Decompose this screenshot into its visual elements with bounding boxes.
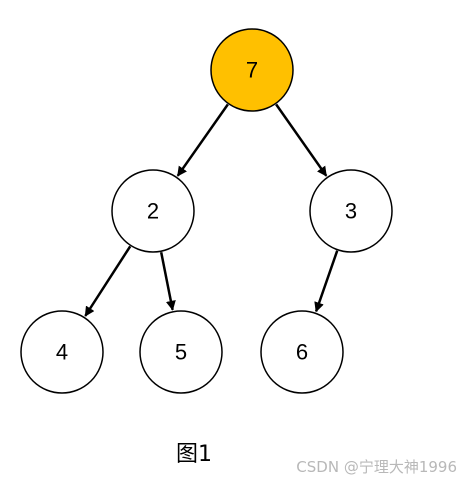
edge-n2-n4: [84, 245, 132, 317]
edge-n3-n6: [314, 250, 339, 313]
node-label: 3: [345, 199, 357, 224]
node-label: 6: [296, 340, 308, 365]
node-circle: [210, 28, 294, 112]
edge-n2-n5: [159, 251, 176, 311]
tree-node-7: 7: [210, 28, 294, 112]
node-circle: [139, 310, 223, 394]
node-circle: [309, 169, 393, 253]
node-label: 7: [246, 58, 258, 83]
node-label: 5: [175, 340, 187, 365]
node-circle: [20, 310, 104, 394]
tree-node-3: 3: [309, 169, 393, 253]
nodes-layer: 7 2 3 4 5 6: [20, 28, 393, 394]
figure-caption: 图1: [176, 442, 212, 467]
node-label: 4: [56, 340, 68, 365]
edges-layer: [84, 103, 339, 317]
edge-n7-n2: [176, 103, 229, 177]
node-label: 2: [147, 199, 159, 224]
tree-node-4: 4: [20, 310, 104, 394]
tree-node-2: 2: [111, 169, 195, 253]
node-circle: [111, 169, 195, 253]
tree-node-6: 6: [260, 310, 344, 394]
tree-node-5: 5: [139, 310, 223, 394]
watermark: CSDN @宁理大神1996: [296, 458, 457, 476]
edge-n7-n3: [275, 103, 328, 177]
node-circle: [260, 310, 344, 394]
